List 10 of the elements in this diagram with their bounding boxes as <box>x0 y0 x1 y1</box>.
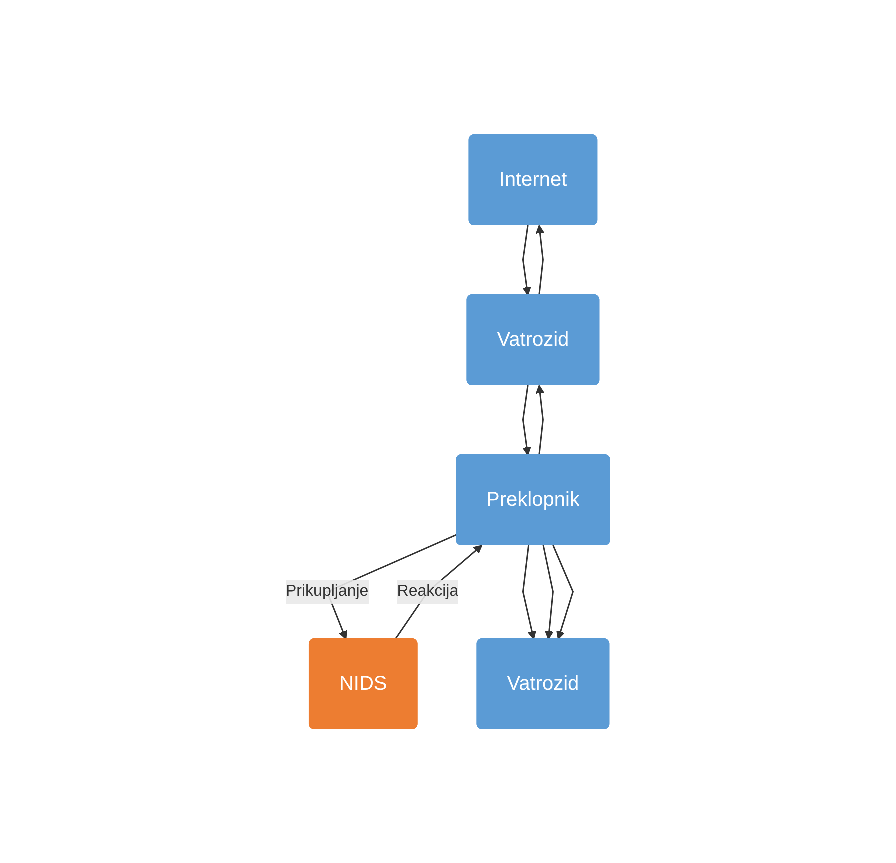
edge-label: Prikupljanje <box>286 582 369 600</box>
arrow <box>522 544 537 640</box>
arrow <box>536 224 545 296</box>
edge-label: Reakcija <box>397 582 459 600</box>
arrow <box>542 544 554 640</box>
arrow <box>552 544 574 640</box>
arrow <box>522 384 532 456</box>
arrow <box>536 384 545 456</box>
arrow <box>394 544 483 640</box>
arrow <box>522 224 532 296</box>
